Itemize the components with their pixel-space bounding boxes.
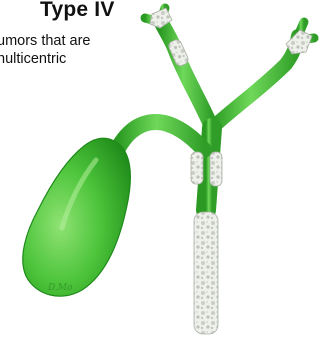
artist-signature: D.Mo	[47, 283, 73, 293]
tumor-hilar-left	[191, 152, 203, 184]
tumor-right-branch-tip	[286, 30, 312, 54]
tumor-common-bile-duct	[194, 212, 218, 334]
gallbladder	[23, 138, 131, 296]
tumor-hilar-right	[210, 152, 222, 186]
cystic-duct	[118, 122, 204, 150]
hepatic-ducts	[145, 8, 314, 336]
